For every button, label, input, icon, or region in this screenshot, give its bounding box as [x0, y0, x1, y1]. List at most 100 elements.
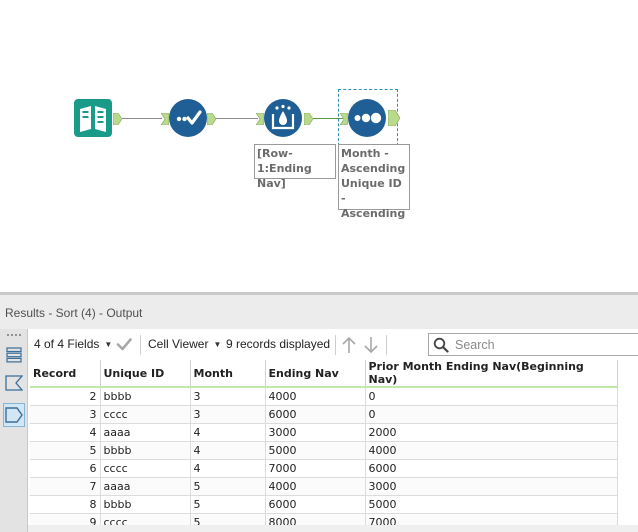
output-anchor[interactable] — [387, 109, 401, 131]
chevron-down-icon: ▼ — [213, 340, 222, 349]
column-header-month[interactable]: Month — [190, 360, 266, 388]
select-tool[interactable] — [169, 99, 207, 137]
grid-header-row: Record Unique ID Month Ending Nav Prior … — [30, 360, 618, 388]
checkmark-icon — [116, 338, 132, 351]
multi-row-formula-icon — [264, 99, 302, 137]
multi-row-formula-tool[interactable] — [264, 99, 302, 137]
multirow-annotation: [Row-1:Ending Nav] — [254, 144, 336, 190]
toolbar-divider — [335, 335, 336, 355]
unique-id-cell[interactable]: bbbb — [100, 387, 191, 406]
record-cell[interactable]: 2 — [30, 387, 101, 406]
cell-viewer-label: Cell Viewer — [148, 337, 209, 351]
toolbar-divider — [386, 335, 387, 355]
prior-nav-cell[interactable]: 2000 — [365, 423, 618, 442]
apply-checkmark-button[interactable] — [116, 336, 132, 357]
fields-dropdown[interactable]: 4 of 4 Fields ▼ — [34, 337, 112, 351]
prior-nav-cell[interactable]: 0 — [365, 405, 618, 424]
column-header-unique-id[interactable]: Unique ID — [100, 360, 191, 388]
select-checkmark-icon — [169, 99, 207, 137]
ending-nav-cell[interactable]: 4000 — [265, 477, 366, 496]
output-anchor[interactable] — [303, 112, 314, 130]
horizontal-scrollbar[interactable] — [28, 525, 638, 532]
list-icon — [6, 347, 22, 363]
connection-2-3[interactable] — [210, 118, 258, 119]
month-cell[interactable]: 3 — [190, 387, 266, 406]
book-input-icon — [74, 99, 112, 137]
search-input[interactable] — [453, 337, 633, 353]
prior-nav-cell[interactable]: 0 — [365, 387, 618, 406]
month-cell[interactable]: 4 — [190, 423, 266, 442]
table-row[interactable]: 8 bbbb 5 6000 5000 — [30, 495, 618, 514]
message-icon — [5, 375, 23, 391]
sort-tool[interactable] — [348, 99, 386, 137]
record-cell[interactable]: 8 — [30, 495, 101, 514]
column-header-ending-nav[interactable]: Ending Nav — [265, 360, 366, 388]
ending-nav-cell[interactable]: 7000 — [265, 459, 366, 478]
input-anchor[interactable] — [255, 112, 265, 130]
record-cell[interactable]: 5 — [30, 441, 101, 460]
column-header-record[interactable]: Record — [30, 360, 101, 388]
results-title: Results - Sort (4) - Output — [0, 295, 638, 329]
month-cell[interactable]: 5 — [190, 495, 266, 514]
output-anchor[interactable] — [206, 112, 217, 130]
month-cell[interactable]: 4 — [190, 441, 266, 460]
ending-nav-cell[interactable]: 6000 — [265, 405, 366, 424]
unique-id-cell[interactable]: bbbb — [100, 441, 191, 460]
month-cell[interactable]: 4 — [190, 459, 266, 478]
results-grid[interactable]: Record Unique ID Month Ending Nav Prior … — [30, 360, 618, 532]
input-anchor[interactable] — [160, 112, 170, 130]
table-row[interactable]: 4 aaaa 4 3000 2000 — [30, 423, 618, 442]
connection-3-4[interactable] — [313, 118, 343, 119]
arrow-down-icon — [364, 337, 378, 354]
prior-nav-cell[interactable]: 3000 — [365, 477, 618, 496]
month-cell[interactable]: 3 — [190, 405, 266, 424]
unique-id-cell[interactable]: bbbb — [100, 495, 191, 514]
data-view-button[interactable] — [3, 403, 25, 427]
month-cell[interactable]: 5 — [190, 477, 266, 496]
pane-splitter[interactable] — [0, 292, 638, 295]
sort-dots-icon — [348, 99, 386, 137]
unique-id-cell[interactable]: cccc — [100, 459, 191, 478]
ending-nav-cell[interactable]: 3000 — [265, 423, 366, 442]
record-cell[interactable]: 7 — [30, 477, 101, 496]
input-data-tool[interactable] — [74, 99, 112, 137]
table-row[interactable]: 3 cccc 3 6000 0 — [30, 405, 618, 424]
unique-id-cell[interactable]: aaaa — [100, 477, 191, 496]
chevron-down-icon: ▼ — [104, 340, 113, 349]
fields-dropdown-label: 4 of 4 Fields — [34, 337, 100, 351]
search-icon — [433, 337, 449, 353]
records-count: 9 records displayed — [226, 337, 331, 351]
arrow-up-icon — [342, 336, 356, 353]
table-row[interactable]: 7 aaaa 5 4000 3000 — [30, 477, 618, 496]
table-row[interactable]: 2 bbbb 3 4000 0 — [30, 387, 618, 406]
ending-nav-cell[interactable]: 6000 — [265, 495, 366, 514]
output-anchor[interactable] — [112, 112, 123, 130]
ending-nav-cell[interactable]: 4000 — [265, 387, 366, 406]
unique-id-cell[interactable]: cccc — [100, 405, 191, 424]
table-row[interactable]: 6 cccc 4 7000 6000 — [30, 459, 618, 478]
prior-nav-cell[interactable]: 5000 — [365, 495, 618, 514]
rail-grip[interactable] — [6, 333, 22, 337]
scroll-down-button[interactable] — [363, 336, 379, 359]
column-header-prior-month-ending-nav[interactable]: Prior Month Ending Nav(Beginning Nav) — [365, 360, 618, 388]
scroll-up-button[interactable] — [341, 336, 357, 359]
metadata-view-button[interactable] — [3, 343, 25, 367]
prior-nav-cell[interactable]: 4000 — [365, 441, 618, 460]
connection-1-2[interactable] — [122, 118, 162, 119]
prior-nav-cell[interactable]: 6000 — [365, 459, 618, 478]
record-cell[interactable]: 4 — [30, 423, 101, 442]
sort-annotation: Month - Ascending Unique ID - Ascending — [338, 144, 410, 220]
input-anchor[interactable] — [339, 112, 349, 130]
record-cell[interactable]: 3 — [30, 405, 101, 424]
data-tag-icon — [5, 407, 23, 423]
unique-id-cell[interactable]: aaaa — [100, 423, 191, 442]
search-box[interactable] — [428, 333, 638, 356]
ending-nav-cell[interactable]: 5000 — [265, 441, 366, 460]
results-view-rail — [0, 329, 28, 532]
workflow-canvas[interactable]: [Row-1:Ending Nav] Month - Ascending Uni… — [0, 0, 638, 292]
cell-viewer-dropdown[interactable]: Cell Viewer ▼ — [148, 337, 221, 351]
table-row[interactable]: 5 bbbb 4 5000 4000 — [30, 441, 618, 460]
record-cell[interactable]: 6 — [30, 459, 101, 478]
message-view-button[interactable] — [3, 371, 25, 395]
toolbar-divider — [140, 335, 141, 355]
